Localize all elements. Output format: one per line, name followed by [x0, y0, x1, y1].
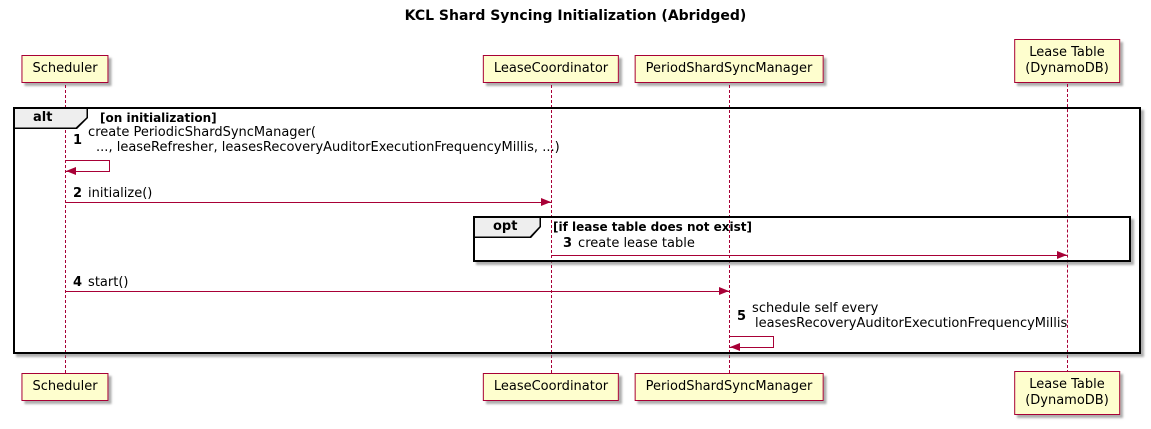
- message-5-line1: schedule self every: [752, 301, 879, 316]
- participant-label-line2: (DynamoDB): [1025, 61, 1109, 76]
- participant-box-scheduler-top: Scheduler: [21, 55, 109, 83]
- participant-label-line2: (DynamoDB): [1025, 393, 1109, 408]
- message-5-line2: leasesRecoveryAuditorExecutionFrequencyM…: [755, 316, 1068, 331]
- message-2: 2 initialize(): [73, 186, 152, 201]
- opt-operator-label: opt: [493, 219, 518, 234]
- message-2-arrow: [65, 202, 551, 203]
- message-1-number: 1: [73, 132, 83, 148]
- alt-condition: [on initialization]: [100, 111, 217, 125]
- message-1: 1 create PeriodicShardSyncManager( ..., …: [73, 125, 560, 155]
- message-3-number: 3: [563, 236, 573, 251]
- alt-operator-label: alt: [33, 110, 53, 125]
- alt-operator-tab-fill: [15, 109, 87, 128]
- participant-box-leasetable-bottom: Lease Table (DynamoDB): [1014, 371, 1120, 415]
- message-4-arrow: [65, 291, 729, 292]
- lifeline-leasetable: [1066, 84, 1068, 373]
- message-5-self-arrow: [729, 336, 774, 348]
- message-2-arrowhead-icon: [541, 198, 551, 206]
- opt-operator-tab: opt: [475, 218, 541, 238]
- lifeline-periodshardsyncmanager: [728, 85, 730, 373]
- participant-label: PeriodShardSyncManager: [645, 61, 813, 76]
- participant-box-leasecoordinator-bottom: LeaseCoordinator: [482, 373, 620, 401]
- message-5-number: 5: [737, 308, 747, 324]
- message-1-line1: create PeriodicShardSyncManager(: [88, 125, 316, 140]
- opt-condition: [if lease table does not exist]: [553, 220, 753, 234]
- message-4-text: start(): [88, 275, 129, 290]
- message-1-arrowhead-icon: [66, 167, 76, 175]
- message-4: 4 start(): [73, 275, 128, 290]
- lifeline-leasecoordinator: [550, 85, 552, 373]
- participant-label-line1: Lease Table: [1029, 377, 1105, 392]
- alt-operator-tab: alt: [15, 109, 88, 129]
- diagram-title: KCL Shard Syncing Initialization (Abridg…: [404, 8, 747, 24]
- message-3-arrow: [552, 255, 1067, 256]
- participant-label: PeriodShardSyncManager: [645, 379, 813, 394]
- opt-frame: [473, 216, 1131, 262]
- participant-label: LeaseCoordinator: [493, 61, 609, 76]
- alt-frame: [13, 107, 1141, 354]
- message-4-number: 4: [73, 275, 83, 290]
- message-3-arrowhead-icon: [1057, 251, 1067, 259]
- message-2-number: 2: [73, 186, 83, 201]
- message-4-arrowhead-icon: [719, 287, 729, 295]
- participant-label: Scheduler: [32, 61, 98, 76]
- participant-label-line1: Lease Table: [1029, 45, 1105, 60]
- participant-box-leasetable-top: Lease Table (DynamoDB): [1014, 39, 1120, 83]
- message-5-arrowhead-icon: [730, 343, 740, 351]
- message-3-text: create lease table: [578, 236, 695, 251]
- participant-label: Scheduler: [32, 379, 98, 394]
- message-1-line2: ..., leaseRefresher, leasesRecoveryAudit…: [96, 140, 560, 155]
- opt-operator-tab-fill: [475, 218, 540, 237]
- participant-box-periodshardsyncmanager-bottom: PeriodShardSyncManager: [634, 373, 824, 401]
- message-3: 3 create lease table: [563, 236, 695, 251]
- participant-box-periodshardsyncmanager-top: PeriodShardSyncManager: [634, 55, 824, 83]
- message-1-self-arrow: [65, 160, 110, 172]
- lifeline-scheduler: [64, 85, 66, 373]
- message-5: 5 schedule self every leasesRecoveryAudi…: [737, 301, 1067, 331]
- participant-label: LeaseCoordinator: [493, 379, 609, 394]
- participant-box-leasecoordinator-top: LeaseCoordinator: [482, 55, 620, 83]
- message-2-text: initialize(): [88, 186, 153, 201]
- participant-box-scheduler-bottom: Scheduler: [21, 373, 109, 401]
